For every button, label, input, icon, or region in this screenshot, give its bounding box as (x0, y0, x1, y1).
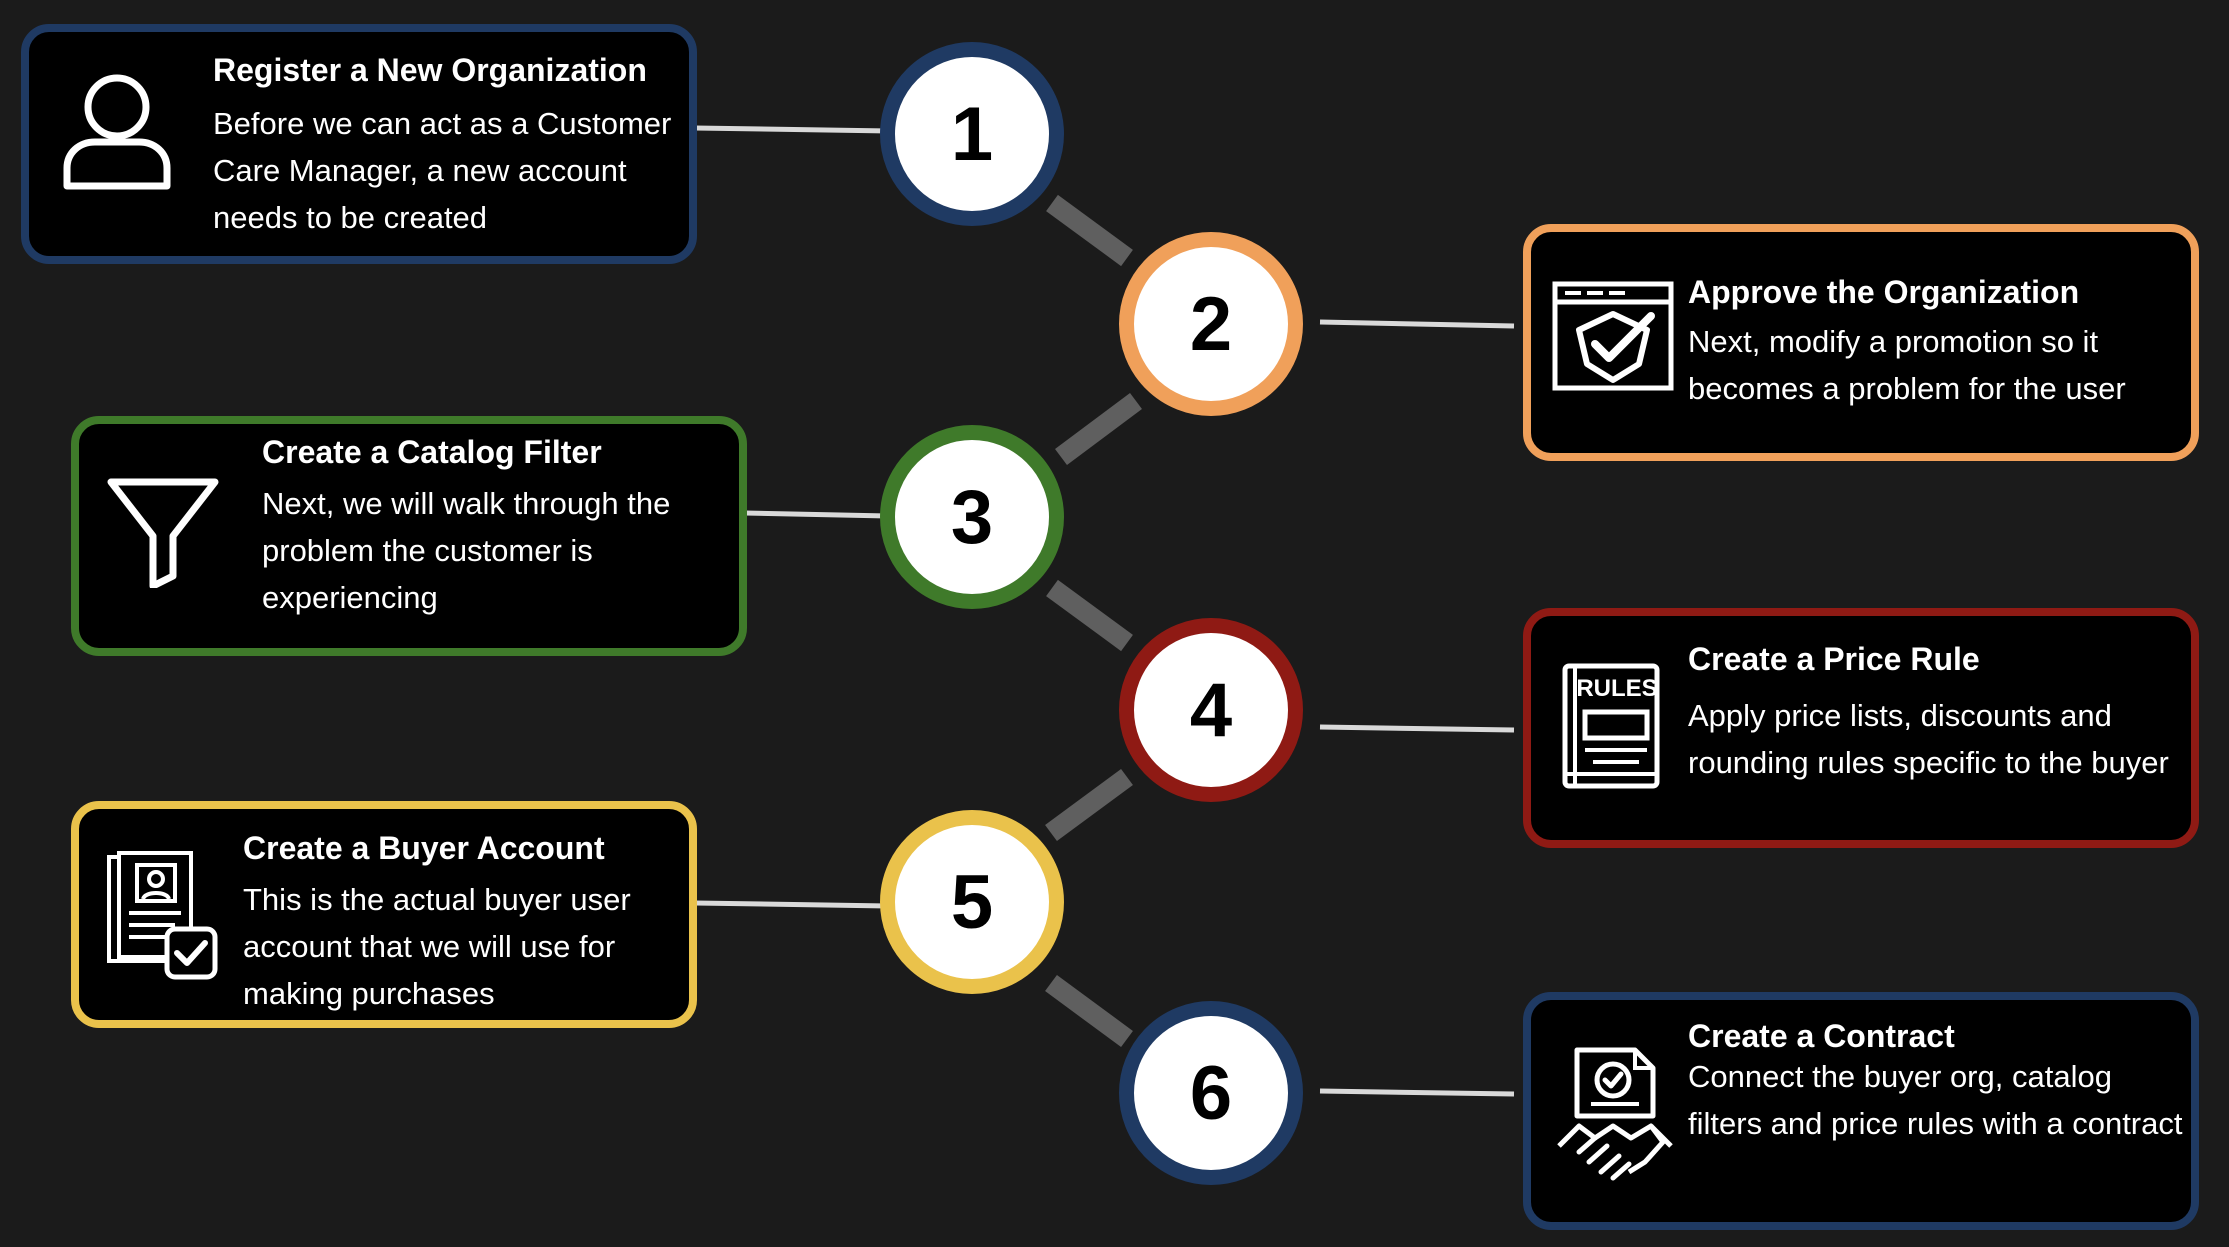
contract-handshake-icon (1557, 1047, 1673, 1181)
leader-4 (1319, 724, 1515, 733)
step-3-number-circle: 3 (880, 425, 1064, 609)
step-connectors (1045, 194, 1142, 1048)
funnel-icon (107, 478, 219, 588)
profile-document-check-icon (107, 851, 218, 980)
step-2-number-circle: 2 (1119, 232, 1303, 416)
step-2-card: Approve the Organization Next, modify a … (1523, 224, 2199, 461)
connector-3-4 (1046, 579, 1133, 652)
step-4-number-circle: 4 (1119, 618, 1303, 802)
connector-5-6 (1045, 974, 1133, 1048)
step-6-title: Create a Contract (1688, 1018, 1955, 1054)
step-1-title: Register a New Organization (213, 52, 647, 88)
step-5-description: This is the actual buyer user account th… (243, 882, 631, 1011)
step-5-card: Create a Buyer Account This is the actua… (71, 801, 697, 1028)
leader-2 (1319, 319, 1515, 329)
step-4-title: Create a Price Rule (1688, 641, 1980, 677)
rules-icon-label: RULES (1576, 675, 1657, 702)
connector-1-2 (1046, 194, 1133, 267)
rules-book-icon: RULES (1562, 663, 1660, 789)
leader-5 (694, 900, 889, 909)
step-3-title: Create a Catalog Filter (262, 434, 602, 470)
user-icon (63, 74, 171, 190)
step-2-title: Approve the Organization (1688, 274, 2080, 310)
step-3-description: Next, we will walk through the problem t… (262, 486, 671, 615)
step-1-card: Register a New Organization Before we ca… (21, 24, 697, 264)
step-1-number-circle: 1 (880, 42, 1064, 226)
leader-6 (1319, 1088, 1515, 1097)
connector-4-5 (1045, 768, 1133, 842)
step-2-description: Next, modify a promotion so it becomes a… (1688, 324, 2126, 406)
step-1-description: Before we can act as a Customer Care Man… (213, 106, 672, 235)
step-6-card: Create a Contract Connect the buyer org,… (1523, 992, 2199, 1230)
connector-2-3 (1055, 392, 1142, 466)
step-5-title: Create a Buyer Account (243, 830, 605, 866)
leader-1 (694, 125, 891, 134)
leader-3 (744, 510, 889, 519)
step-4-card: RULES Create a Price Rule Apply price li… (1523, 608, 2199, 848)
step-6-number-circle: 6 (1119, 1001, 1303, 1185)
approved-window-icon (1552, 281, 1674, 391)
leader-lines (694, 125, 1515, 1097)
step-6-description: Connect the buyer org, catalog filters a… (1688, 1059, 2183, 1141)
step-4-description: Apply price lists, discounts and roundin… (1688, 698, 2169, 780)
step-3-card: Create a Catalog Filter Next, we will wa… (71, 416, 747, 656)
step-5-number-circle: 5 (880, 810, 1064, 994)
